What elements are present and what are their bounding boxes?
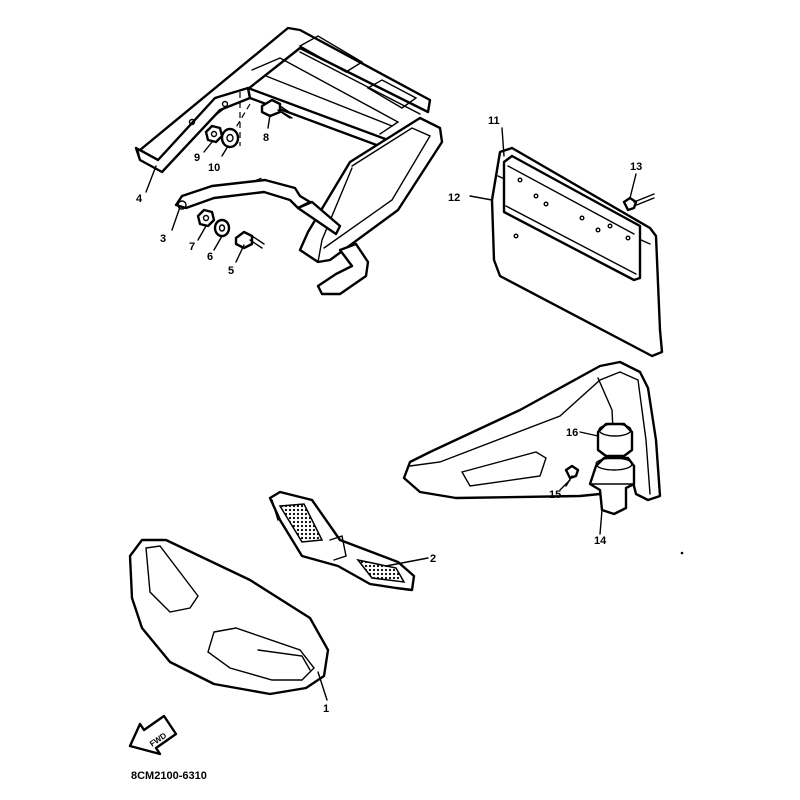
callout-14: 14 xyxy=(594,535,607,547)
washer-10-icon xyxy=(220,127,240,149)
upper-frame-part-4 xyxy=(134,26,444,264)
callout-2: 2 xyxy=(430,553,436,565)
stray-dot xyxy=(680,551,684,555)
callout-16: 16 xyxy=(566,427,578,439)
callout-labels: 1 2 3 4 5 6 7 8 9 10 11 12 13 14 15 16 xyxy=(136,115,642,715)
callout-12: 12 xyxy=(448,192,460,204)
washer-6-icon xyxy=(213,218,231,238)
leader-lines xyxy=(145,114,637,701)
lower-bar-part-3 xyxy=(174,178,370,296)
callout-15: 15 xyxy=(549,489,561,501)
callout-1: 1 xyxy=(323,703,329,715)
bolt-8-icon xyxy=(260,98,293,119)
callout-9: 9 xyxy=(194,152,200,164)
front-lens-part-1 xyxy=(128,538,330,696)
nut-7-icon xyxy=(196,208,216,228)
callout-5: 5 xyxy=(228,265,234,277)
nut-9-icon xyxy=(204,124,224,144)
duct-part-2 xyxy=(268,490,416,592)
callout-3: 3 xyxy=(160,233,166,245)
bushing-14-icon xyxy=(588,456,636,516)
callout-8: 8 xyxy=(263,132,269,144)
bolt-5-icon xyxy=(234,230,265,250)
callout-7: 7 xyxy=(189,241,195,253)
diagram-code: 8CM2100-6310 xyxy=(131,770,207,782)
grommet-16-icon xyxy=(596,422,634,458)
callout-11: 11 xyxy=(488,115,500,127)
callout-10: 10 xyxy=(208,162,220,174)
screw-13-icon xyxy=(622,193,655,212)
callout-4: 4 xyxy=(136,193,143,205)
panel-part-12 xyxy=(490,146,664,358)
hardware xyxy=(196,98,293,250)
callout-13: 13 xyxy=(630,161,642,173)
callout-6: 6 xyxy=(207,251,213,263)
forward-direction-arrow-icon: FWD xyxy=(128,714,178,756)
